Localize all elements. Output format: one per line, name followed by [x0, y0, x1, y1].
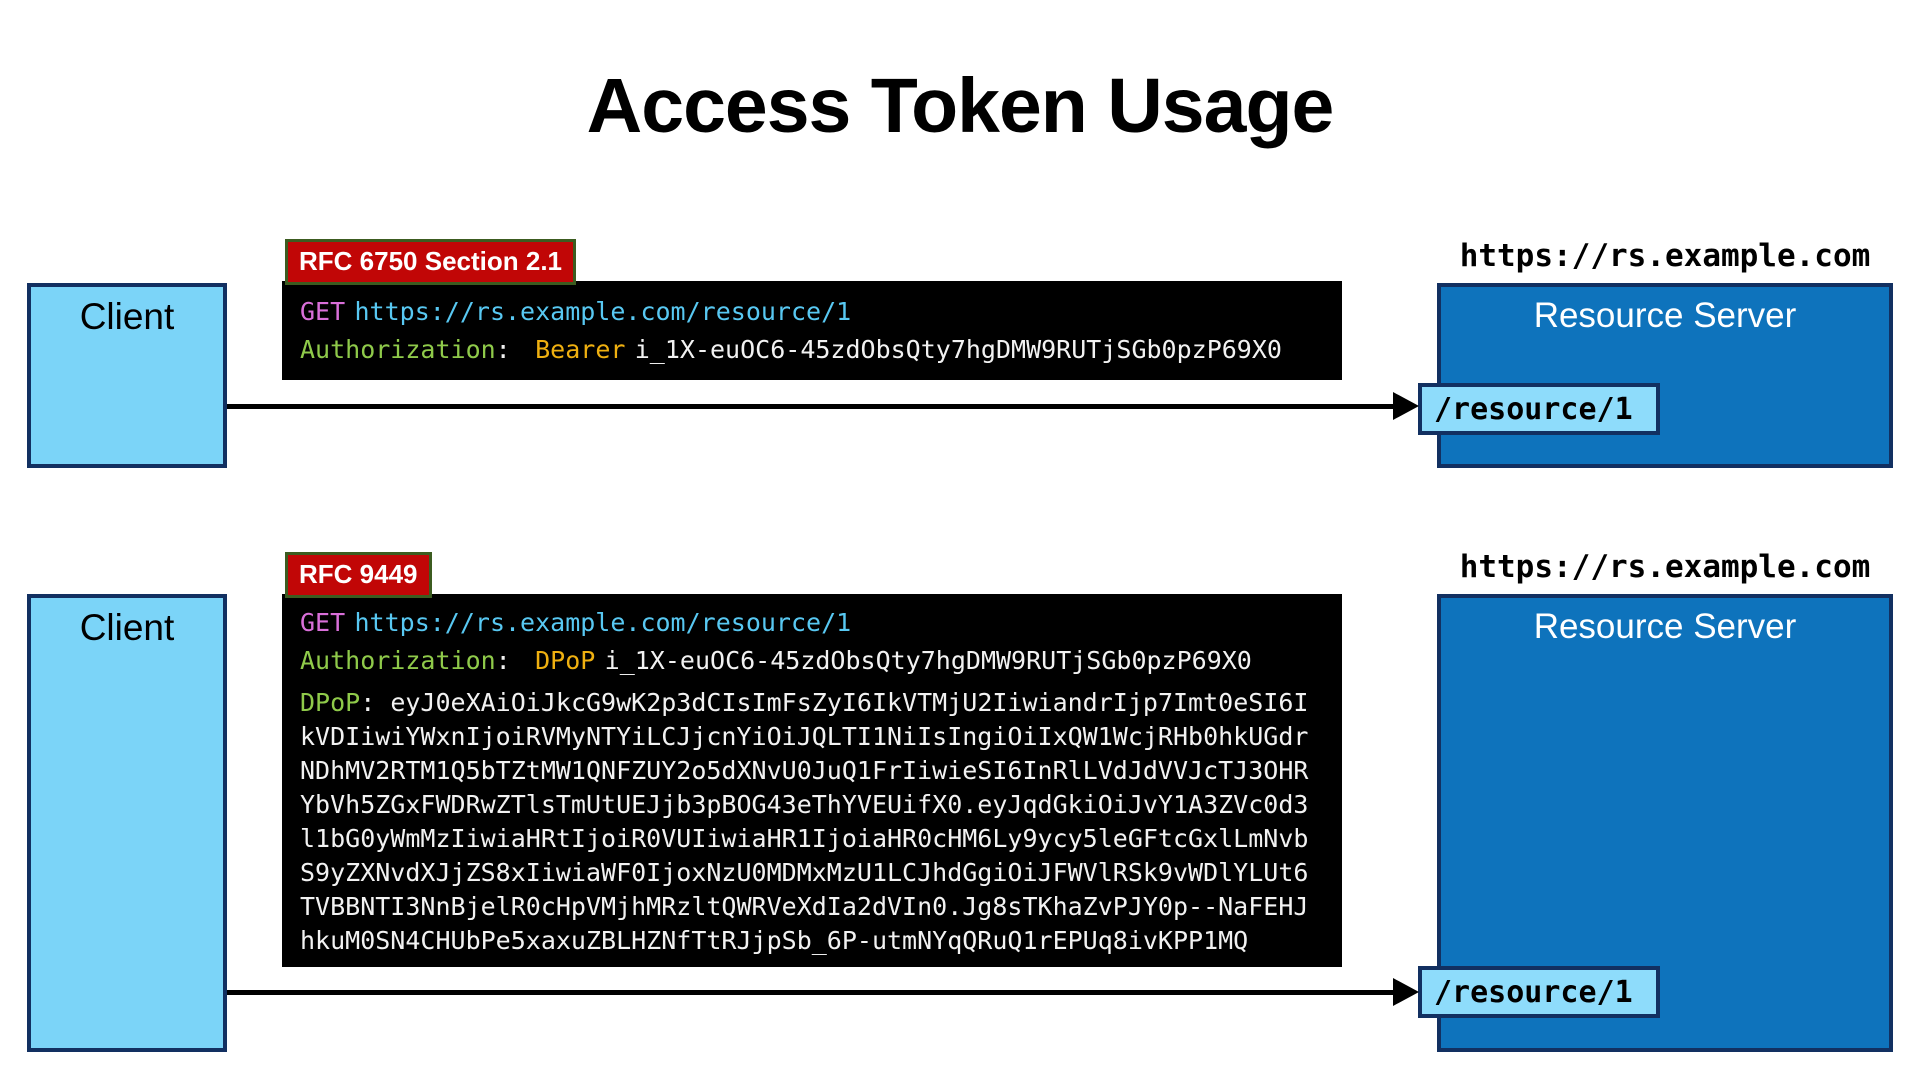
page-title: Access Token Usage: [586, 63, 1335, 149]
auth-scheme: DPoP: [535, 646, 596, 675]
server-url-label: https://rs.example.com: [1459, 238, 1871, 274]
dpop-jwt-line: NDhMV2RTM1Q5bTZtMW1QNFZUY2o5dXNvU0JuQ1Fr…: [300, 756, 1309, 785]
auth-scheme: Bearer: [535, 335, 626, 364]
request-arrow-line: [227, 990, 1397, 995]
client-box-bearer: Client: [27, 283, 227, 468]
header-name: Authorization: [300, 646, 496, 675]
dpop-jwt-line: l1bG0yWmMzIiwiaHRtIjoiR0VUIiwiaHR1IjoiaH…: [300, 824, 1309, 853]
client-box-dpop: Client: [27, 594, 227, 1052]
dpop-jwt-line: hkuM0SN4CHUbPe5xaxuZBLHZNfTtRJjpSb_6P-ut…: [300, 926, 1249, 955]
dpop-jwt-line: YbVh5ZGxFWDRwZTlsTmUtUEJjb3pBOG43eThYVEU…: [300, 790, 1309, 819]
colon-separator: :: [495, 646, 526, 675]
dpop-jwt-line: S9yZXNvdXJjZS8xIiwiaWF0IjoxNzU0MDMxMzU1L…: [300, 858, 1309, 887]
http-request-dpop: GET https://rs.example.com/resource/1 Aut…: [282, 594, 1342, 967]
authorization-header-line: Authorization: Bearer i_1X-euOC6-45zdObsQ…: [300, 331, 1324, 369]
http-request-bearer: GET https://rs.example.com/resource/1 Aut…: [282, 281, 1342, 380]
request-arrow-line: [227, 404, 1397, 409]
colon-separator: :: [495, 335, 526, 364]
header-name: DPoP: [300, 688, 361, 717]
resource-endpoint-box-bearer: /resource/1: [1418, 383, 1660, 435]
request-url: https://rs.example.com/resource/1: [354, 608, 852, 637]
http-method: GET: [300, 608, 346, 637]
colon-separator: :: [360, 688, 391, 717]
client-label: Client: [79, 607, 175, 648]
access-token: i_1X-euOC6-45zdObsQty7hgDMW9RUTjSGb0pzP6…: [604, 646, 1252, 675]
resource-server-label: Resource Server: [1533, 607, 1797, 646]
server-url-label: https://rs.example.com: [1459, 549, 1871, 585]
request-arrow-head-icon: [1393, 978, 1419, 1006]
request-arrow-head-icon: [1393, 392, 1419, 420]
rfc-badge-dpop: RFC 9449: [285, 552, 432, 598]
request-url: https://rs.example.com/resource/1: [354, 297, 852, 326]
rfc-badge-bearer: RFC 6750 Section 2.1: [285, 239, 576, 285]
request-line: GET https://rs.example.com/resource/1: [300, 293, 1324, 331]
resource-endpoint-box-dpop: /resource/1: [1418, 966, 1660, 1018]
http-method: GET: [300, 297, 346, 326]
dpop-jwt-line: kVDIiwiYWxnIjoiRVMyNTYiLCJjcnYiOiJQLTI1N…: [300, 722, 1309, 751]
resource-server-box-bearer: Resource Server: [1437, 283, 1893, 468]
request-line: GET https://rs.example.com/resource/1: [300, 604, 1324, 642]
authorization-header-line: Authorization: DPoP i_1X-euOC6-45zdObsQty…: [300, 642, 1324, 680]
access-token: i_1X-euOC6-45zdObsQty7hgDMW9RUTjSGb0pzP6…: [634, 335, 1282, 364]
dpop-header-line: DPoP: eyJ0eXAiOiJkcG9wK2p3dCIsImFsZyI6Ik…: [300, 686, 1324, 720]
dpop-jwt-line: TVBBNTI3NnBjelR0cHpVMjhMRzltQWRVeXdIa2dV…: [300, 892, 1309, 921]
resource-server-label: Resource Server: [1533, 296, 1797, 335]
dpop-jwt-line: eyJ0eXAiOiJkcG9wK2p3dCIsImFsZyI6IkVTMjU2…: [390, 688, 1309, 717]
client-label: Client: [79, 296, 175, 337]
header-name: Authorization: [300, 335, 496, 364]
dpop-proof-block: DPoP: eyJ0eXAiOiJkcG9wK2p3dCIsImFsZyI6Ik…: [300, 686, 1324, 958]
